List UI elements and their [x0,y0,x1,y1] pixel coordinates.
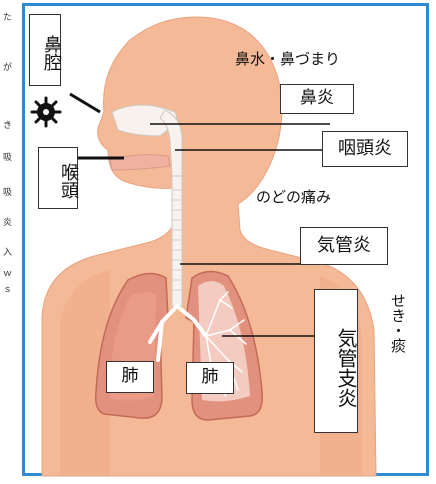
symptom-sore-throat: のどの痛み [256,188,332,206]
pharyngitis-label: 咽頭炎 [322,131,408,167]
margin-glyph: が [3,63,13,73]
margin-glyph: ｗ [3,269,13,279]
rhinitis-label: 鼻炎 [280,84,354,114]
bronchitis-label: 気管支炎 [314,289,358,433]
lung-label-left: 肺 [106,361,154,393]
oral-airway [109,154,171,171]
tracheitis-label: 気管炎 [300,227,388,265]
symptom-cough-phlegm: せき・痰 [389,293,407,353]
margin-glyph: 吸 [3,188,13,198]
margin-glyph: 入 [3,248,13,258]
trachea-rings [172,189,182,291]
symptom-runny-nose: 鼻水・鼻づまり [235,50,341,68]
margin-glyph: 吸 [3,153,13,163]
margin-glyph: 炎 [3,218,13,228]
margin-glyph: た [3,13,13,23]
torso-shading [60,270,110,476]
nasal-cavity-leader [69,92,101,114]
lung-label-right: 肺 [186,362,234,394]
nasal-cavity-label: 鼻腔 [29,14,62,86]
larynx-label: 喉頭 [38,147,79,209]
trachea [171,175,183,307]
left-margin-text: た が き 吸 吸 炎 入 ｗ ｓ [0,0,22,484]
leader-lines [69,92,330,337]
virus-icon [30,96,62,128]
bronchial-tree [148,304,208,362]
margin-glyph: ｓ [3,285,13,295]
margin-glyph: き [3,121,13,131]
